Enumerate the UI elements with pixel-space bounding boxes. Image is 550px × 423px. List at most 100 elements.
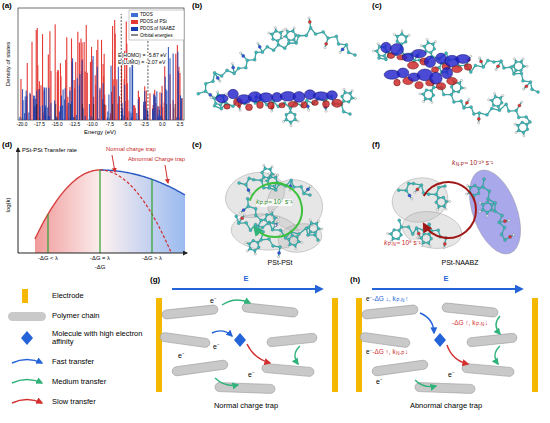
pdos-spike	[67, 97, 68, 120]
atom	[272, 210, 274, 212]
atom	[479, 57, 481, 59]
orbital-picture	[197, 17, 357, 127]
atom	[219, 80, 221, 82]
electron-label: e⁻	[213, 343, 219, 350]
atom	[254, 214, 257, 217]
pdos-spike	[65, 60, 66, 120]
molecular-surface	[459, 163, 530, 261]
atom	[309, 26, 312, 29]
pdos-spike	[165, 89, 166, 120]
atom	[267, 222, 270, 225]
pdos-spike	[60, 76, 61, 120]
atom	[477, 122, 479, 124]
orbital-lobe	[313, 92, 329, 100]
atom	[500, 101, 503, 104]
pdos-spike	[154, 95, 155, 120]
electron-label: e⁻	[178, 352, 184, 359]
atom	[295, 248, 297, 250]
electron-label: e⁻	[376, 378, 382, 385]
atom	[411, 198, 413, 200]
atom	[235, 215, 238, 218]
polymer-chain	[242, 303, 299, 318]
atom	[239, 109, 241, 111]
atom	[254, 223, 257, 226]
pdos-spike	[68, 103, 69, 120]
atom	[262, 176, 265, 179]
atom	[429, 51, 432, 54]
atom	[383, 54, 386, 57]
atom	[257, 233, 259, 235]
orbital-lobe	[412, 49, 426, 57]
regime-label: -ΔG > λ	[142, 255, 162, 261]
atom	[269, 168, 272, 171]
atom	[495, 69, 497, 71]
tick	[74, 118, 75, 121]
x-axis	[18, 253, 187, 254]
atom	[500, 233, 503, 236]
pdos-spike	[33, 95, 34, 120]
atom	[460, 86, 463, 89]
atom	[249, 229, 252, 232]
atom	[478, 111, 481, 114]
pdos-spike	[97, 67, 98, 120]
atom	[433, 48, 436, 51]
pdos-spike	[130, 113, 131, 120]
polymer-chain	[442, 303, 499, 318]
pdos-spike	[66, 37, 67, 120]
pdos-spike	[87, 73, 88, 120]
atom	[420, 184, 423, 187]
atom	[272, 38, 275, 41]
pdos-spike	[91, 60, 92, 120]
atom	[277, 174, 279, 176]
tick-label: -5.0	[123, 122, 131, 127]
pdos-spike	[161, 93, 162, 120]
atom	[411, 233, 414, 236]
atom	[317, 227, 320, 230]
atom	[354, 54, 357, 57]
electrode	[332, 298, 338, 392]
transfer-cycle	[250, 183, 302, 237]
atom	[277, 256, 279, 258]
pdos-spike	[49, 31, 50, 120]
pdos-spike	[113, 79, 114, 120]
atom	[437, 196, 440, 199]
orbital-lobe	[279, 103, 285, 108]
pdos-spike	[178, 67, 179, 120]
atom	[485, 113, 488, 116]
pdos-spike	[47, 107, 48, 120]
pdos-spike	[79, 74, 80, 120]
trend-arrow: ↓	[405, 349, 408, 356]
atom	[257, 246, 260, 249]
atom	[274, 176, 277, 179]
atom	[515, 131, 517, 133]
atom	[265, 214, 268, 217]
atom	[505, 103, 508, 106]
atom	[435, 201, 438, 204]
atom	[508, 219, 510, 221]
pdos-spike	[160, 116, 161, 120]
atom	[197, 92, 200, 95]
atom	[486, 201, 489, 204]
orbital-lobe	[452, 66, 463, 73]
pdos-spike	[37, 28, 38, 120]
atom	[526, 128, 529, 131]
atom	[492, 60, 495, 63]
pdos-spike	[74, 80, 75, 120]
pdos-spike	[138, 117, 139, 120]
atom	[327, 37, 330, 40]
tick	[22, 118, 23, 121]
atom	[523, 135, 525, 137]
pdos-spike	[82, 59, 83, 120]
orbital-lobe	[323, 100, 330, 107]
pdos-spike	[42, 34, 43, 120]
atom	[479, 210, 481, 212]
atom	[318, 220, 320, 222]
atom	[404, 40, 407, 43]
atom	[390, 233, 393, 236]
pdos-spike	[39, 81, 40, 120]
atom	[293, 27, 295, 29]
pdos-spike	[180, 95, 181, 120]
atom	[244, 66, 247, 69]
atom	[249, 193, 251, 195]
